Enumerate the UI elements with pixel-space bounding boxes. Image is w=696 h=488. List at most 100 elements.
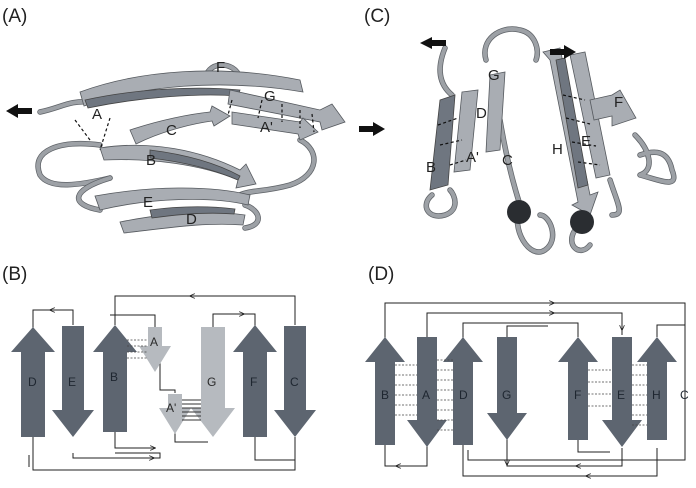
strand-g-arrow — [191, 327, 235, 437]
panel-a: (A) A F — [2, 6, 385, 234]
connector-line — [384, 445, 428, 467]
strand-a-arrow — [139, 327, 171, 372]
connector-line — [656, 324, 685, 337]
strand-d-shade — [149, 206, 236, 219]
strand-label: A' — [466, 149, 479, 166]
topology-label: A' — [166, 401, 176, 415]
loop — [424, 188, 457, 218]
loop — [238, 138, 316, 197]
connector-line — [72, 452, 161, 459]
strand-b-ribbon — [429, 94, 456, 191]
loop — [482, 27, 540, 62]
connector-line — [212, 313, 256, 327]
connector-line — [114, 432, 155, 448]
connector-line — [110, 314, 156, 327]
strand-label: F — [614, 94, 623, 111]
strand-a-arrow — [407, 337, 447, 447]
loop — [243, 203, 261, 230]
topology-label: A — [150, 335, 158, 349]
topology-label: F — [250, 375, 257, 389]
strand-b-arrow — [365, 337, 405, 445]
strand-label: B — [426, 159, 436, 176]
strand-b-arrow — [93, 325, 137, 432]
loop — [76, 176, 112, 212]
strand-label: C — [166, 122, 177, 139]
loop — [569, 228, 592, 253]
panel-b: (B) D E — [2, 264, 316, 471]
topology-label: E — [68, 375, 76, 389]
strand-c-arrow — [274, 326, 316, 437]
hbond — [437, 117, 459, 126]
connector-line — [506, 325, 548, 337]
strand-d-arrow — [11, 327, 55, 437]
hbond — [565, 117, 591, 125]
strand-label: G — [264, 88, 276, 105]
strand-e-arrow — [602, 337, 642, 447]
c-terminus-arrow — [550, 45, 576, 59]
hbond — [449, 159, 467, 166]
topology-label: G — [207, 375, 216, 389]
connector-line — [462, 445, 658, 477]
strand-g-ribbon — [485, 71, 506, 153]
strand-c-ribbon — [129, 105, 231, 145]
hbond — [227, 99, 233, 116]
panel-c-label: (C) — [364, 6, 390, 27]
strand-h-arrow — [637, 337, 677, 440]
disulfide-sphere — [507, 200, 531, 224]
connector-line — [462, 322, 579, 340]
topology-label: C — [290, 375, 299, 389]
strand-a-prime-arrow — [159, 394, 191, 434]
topology-label: H — [652, 388, 661, 402]
loop — [38, 99, 92, 114]
strand-e-ribbon — [94, 187, 251, 211]
disulfide-sphere — [570, 210, 594, 234]
hbond — [577, 161, 601, 166]
topology-label: B — [110, 370, 118, 384]
strand-d-arrow — [443, 337, 483, 445]
loop — [438, 46, 454, 97]
loop — [497, 117, 556, 255]
hbond — [439, 139, 463, 146]
panel-c: (C) G — [364, 6, 677, 255]
connector-line — [159, 362, 176, 393]
topology-label: B — [381, 388, 389, 402]
panel-b-label: (B) — [2, 264, 27, 285]
n-terminus-arrow — [420, 37, 446, 49]
loop — [36, 141, 112, 187]
strand-label: H — [552, 141, 563, 158]
strand-label: F — [216, 59, 225, 76]
strand-b-ribbon — [99, 144, 257, 189]
strand-f-ribbon — [589, 89, 637, 127]
topology-label: C — [680, 388, 689, 402]
strand-label: A' — [260, 119, 273, 136]
c-terminus-arrow — [359, 122, 385, 136]
n-terminus-arrow — [6, 104, 32, 118]
loop — [633, 133, 676, 184]
strand-h-shade — [555, 57, 589, 189]
panel-a-label: (A) — [2, 6, 27, 27]
hbond — [571, 141, 597, 147]
strand-label: G — [488, 67, 500, 84]
strand-a-ribbon — [453, 89, 479, 173]
strand-label: D — [186, 211, 197, 228]
panel-d-label: (D) — [368, 264, 394, 285]
connector-line — [577, 438, 610, 453]
connector-line — [506, 438, 623, 467]
connector-line — [114, 295, 296, 325]
topology-label: F — [574, 388, 581, 402]
hbond — [562, 94, 586, 101]
connector-line — [254, 437, 295, 461]
strand-label: D — [476, 105, 487, 122]
strand-label: E — [581, 133, 591, 150]
strand-f-arrow — [233, 325, 277, 437]
strand-d-ribbon — [119, 211, 246, 234]
strand-b-shade — [149, 149, 241, 181]
strand-label: C — [502, 152, 513, 169]
panel-d: (D) — [365, 264, 689, 476]
connector-line — [32, 435, 296, 471]
loop — [608, 178, 622, 217]
topology-label: D — [28, 375, 37, 389]
strand-label: A — [92, 106, 102, 123]
hbond — [99, 117, 111, 151]
